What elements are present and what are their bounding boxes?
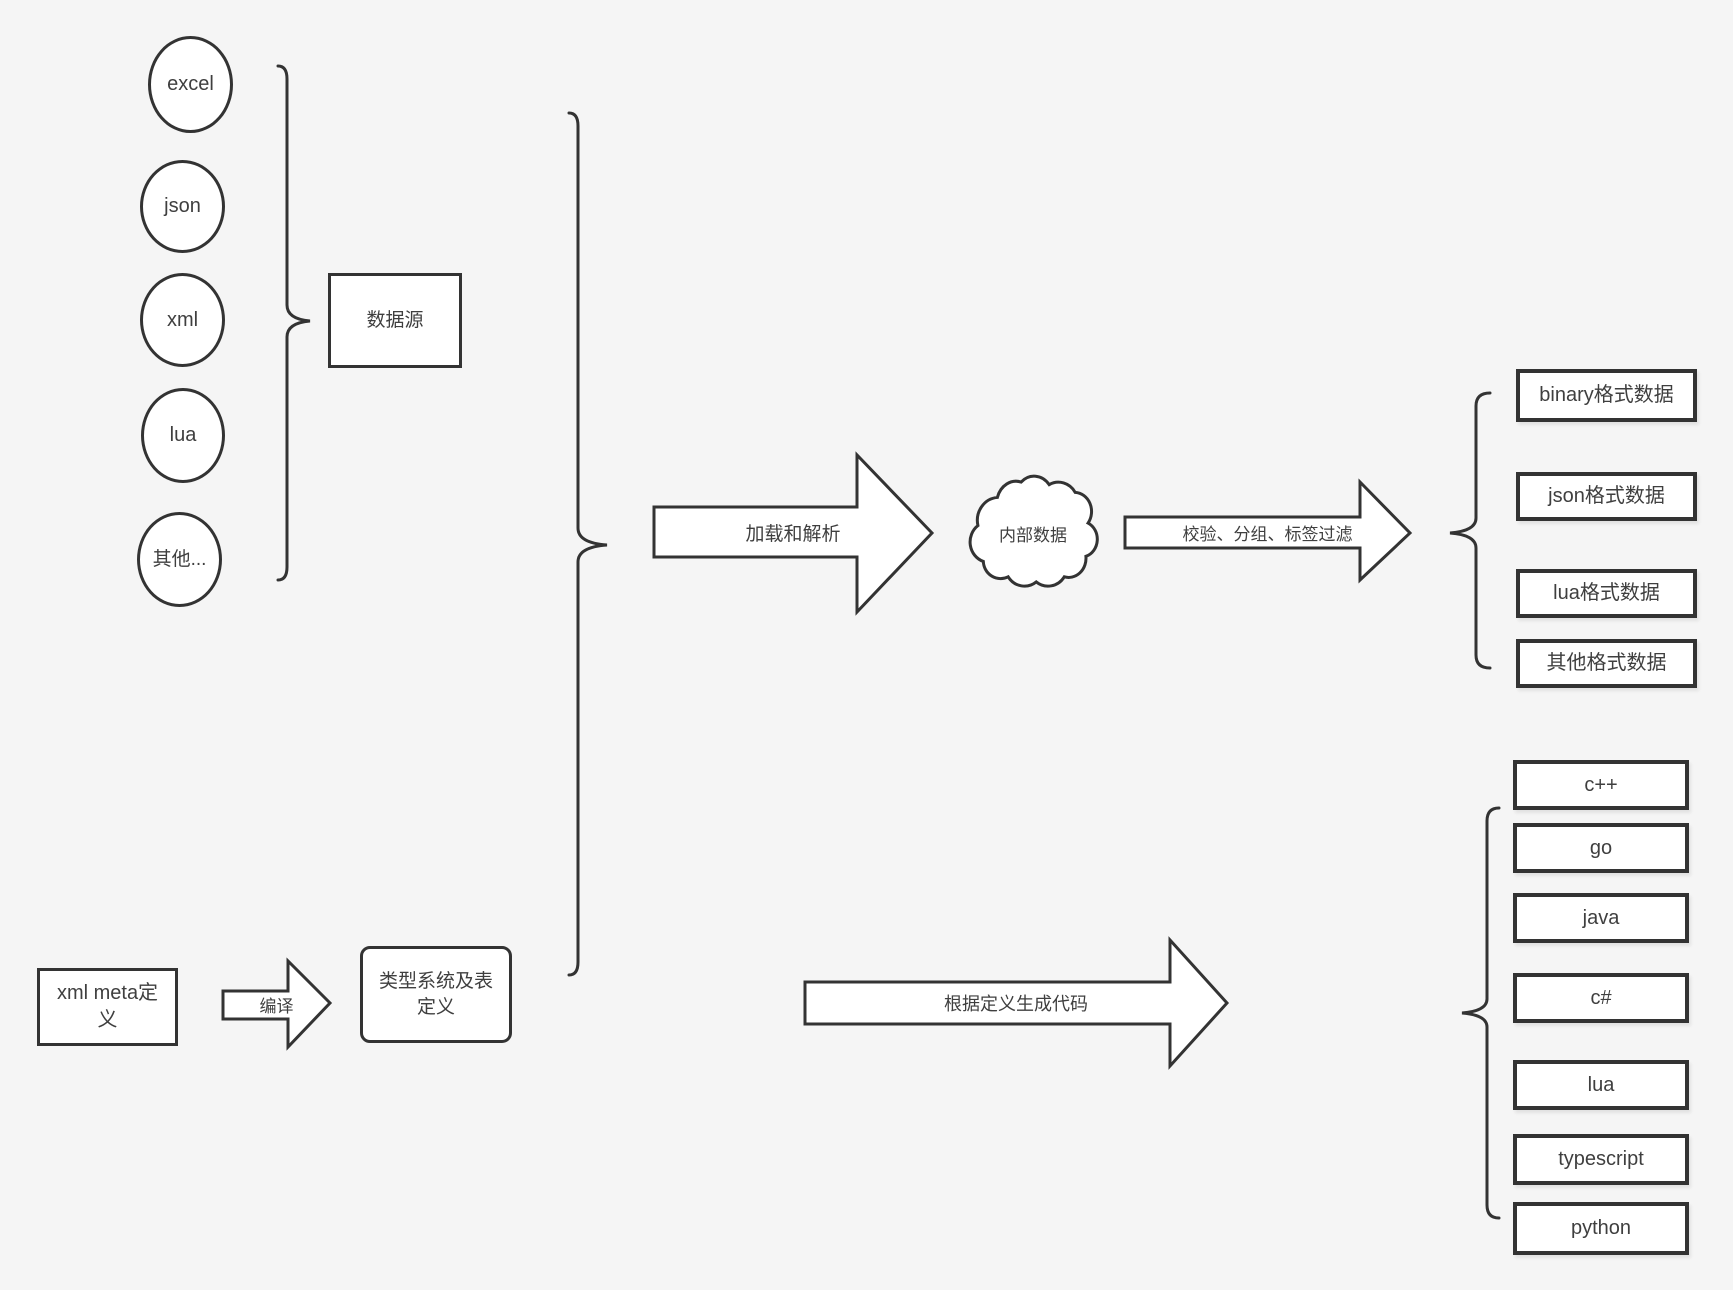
type-system-label: 类型系统及表定义 [378,970,493,1018]
load-parse-arrow-label: 加载和解析 [745,523,841,545]
source-node-xml: xml [140,273,225,367]
source-label: 其他... [152,548,207,570]
type-system-box: 类型系统及表定义 [360,946,512,1043]
format-box-json: json格式数据 [1516,472,1697,521]
source-label: xml [166,308,199,331]
source-label: lua [169,424,197,446]
compile-arrow-label: 编译 [259,996,294,1016]
format-label: 其他格式数据 [1546,652,1667,674]
language-box-java: java [1513,893,1689,943]
language-label: typescript [1558,1148,1644,1170]
language-label: c++ [1584,773,1618,796]
compile-arrow [221,957,333,1051]
language-box-cpp: c++ [1513,760,1689,810]
generate-code-arrow [803,936,1230,1070]
language-box-lua: lua [1513,1060,1689,1110]
languages-brace-icon [1461,806,1501,1220]
inputs-brace-icon [567,111,608,977]
language-box-python: python [1513,1202,1689,1255]
language-box-typescript: typescript [1513,1134,1689,1185]
format-box-lua: lua格式数据 [1516,569,1697,618]
source-node-other: 其他... [137,512,222,607]
internal-data-label: 内部数据 [999,525,1067,545]
language-box-go: go [1513,823,1689,873]
language-label: go [1589,836,1613,859]
format-label: binary格式数据 [1539,384,1674,406]
generate-code-arrow-label: 根据定义生成代码 [944,994,1088,1014]
filter-arrow-label: 校验、分组、标签过滤 [1182,525,1353,544]
source-label: excel [167,73,214,95]
format-label: lua格式数据 [1553,582,1660,604]
data-source-group-box: 数据源 [328,273,462,368]
internal-data-cloud [970,476,1097,586]
formats-brace-icon [1449,391,1492,670]
source-label: json [164,195,201,217]
format-box-binary: binary格式数据 [1516,369,1697,422]
language-label: java [1582,906,1620,929]
language-box-csharp: c# [1513,973,1689,1023]
source-node-excel: excel [148,36,233,133]
language-label: c# [1590,986,1612,1009]
source-node-lua: lua [141,388,225,483]
format-label: json格式数据 [1548,485,1665,507]
format-box-other: 其他格式数据 [1516,639,1697,688]
filter-arrow [1123,478,1413,584]
data-source-group-label: 数据源 [366,309,424,331]
language-label: python [1570,1217,1632,1239]
xml-meta-definition-label: xml meta定义 [56,982,159,1031]
language-label: lua [1587,1073,1615,1096]
load-parse-arrow [652,451,935,616]
xml-meta-definition-box: xml meta定义 [37,968,178,1046]
sources-brace-icon [276,64,311,582]
source-node-json: json [140,160,225,253]
